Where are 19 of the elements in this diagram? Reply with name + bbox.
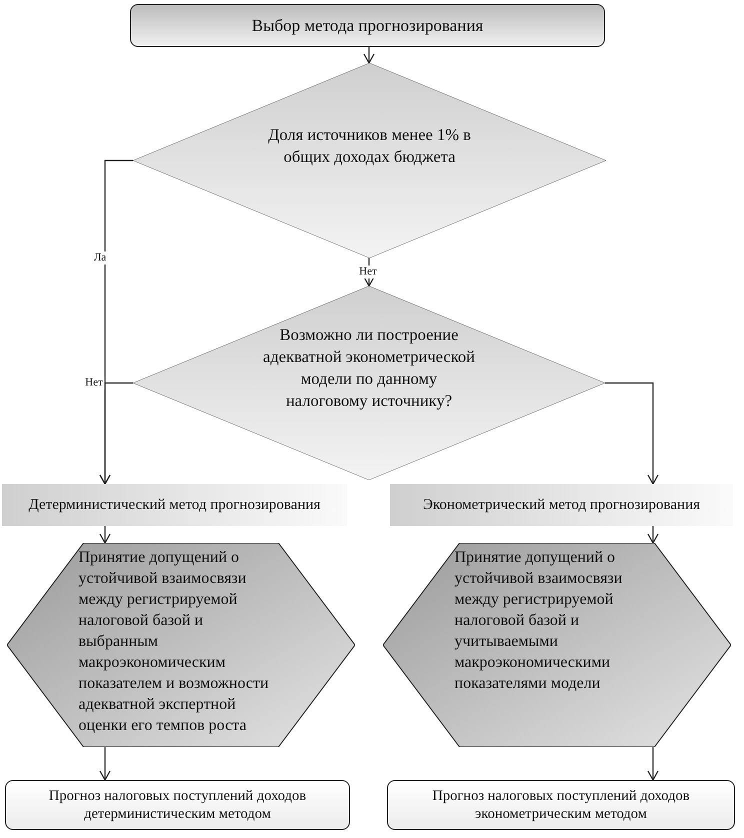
result-box: Прогноз налоговых поступлений доходов детерминистическим методом bbox=[5, 780, 350, 830]
decision-diamond: Доля источников менее 1% в общих доходах бюджета bbox=[133, 63, 606, 258]
edge-label: Нет bbox=[358, 266, 378, 278]
arrow bbox=[363, 47, 375, 64]
arrow bbox=[363, 258, 375, 287]
arrow bbox=[605, 382, 659, 485]
arrow bbox=[99, 526, 111, 544]
process-hexagon: Принятие допущений о устойчивой взаимосвязи между регистрируемой налоговой базой и учитываемыми макроэкономическими показателями модели bbox=[383, 543, 731, 747]
edge-label: Ла bbox=[92, 252, 108, 264]
process-hexagon: Принятие допущений о устойчивой взаимосвязи между регистрируемой налоговой базой и выбранным макроэкономическим показателем и возможности адекватной экспертной оценки его темпов роста bbox=[7, 543, 355, 747]
arrow bbox=[647, 747, 659, 781]
arrow bbox=[99, 382, 133, 485]
method-band: Эконометрический метод прогнозирования bbox=[390, 484, 733, 526]
result-box: Прогноз налоговых поступлений доходов эконометрическим методом bbox=[387, 780, 735, 830]
arrow bbox=[99, 747, 111, 781]
arrow bbox=[647, 526, 659, 544]
method-band: Детерминистический метод прогнозирования bbox=[2, 484, 347, 526]
decision-diamond: Возможно ли построение адекватной эконометрической модели по данному налоговому источнику? bbox=[133, 286, 605, 480]
start-box: Выбор метода прогнозирования bbox=[130, 4, 605, 47]
